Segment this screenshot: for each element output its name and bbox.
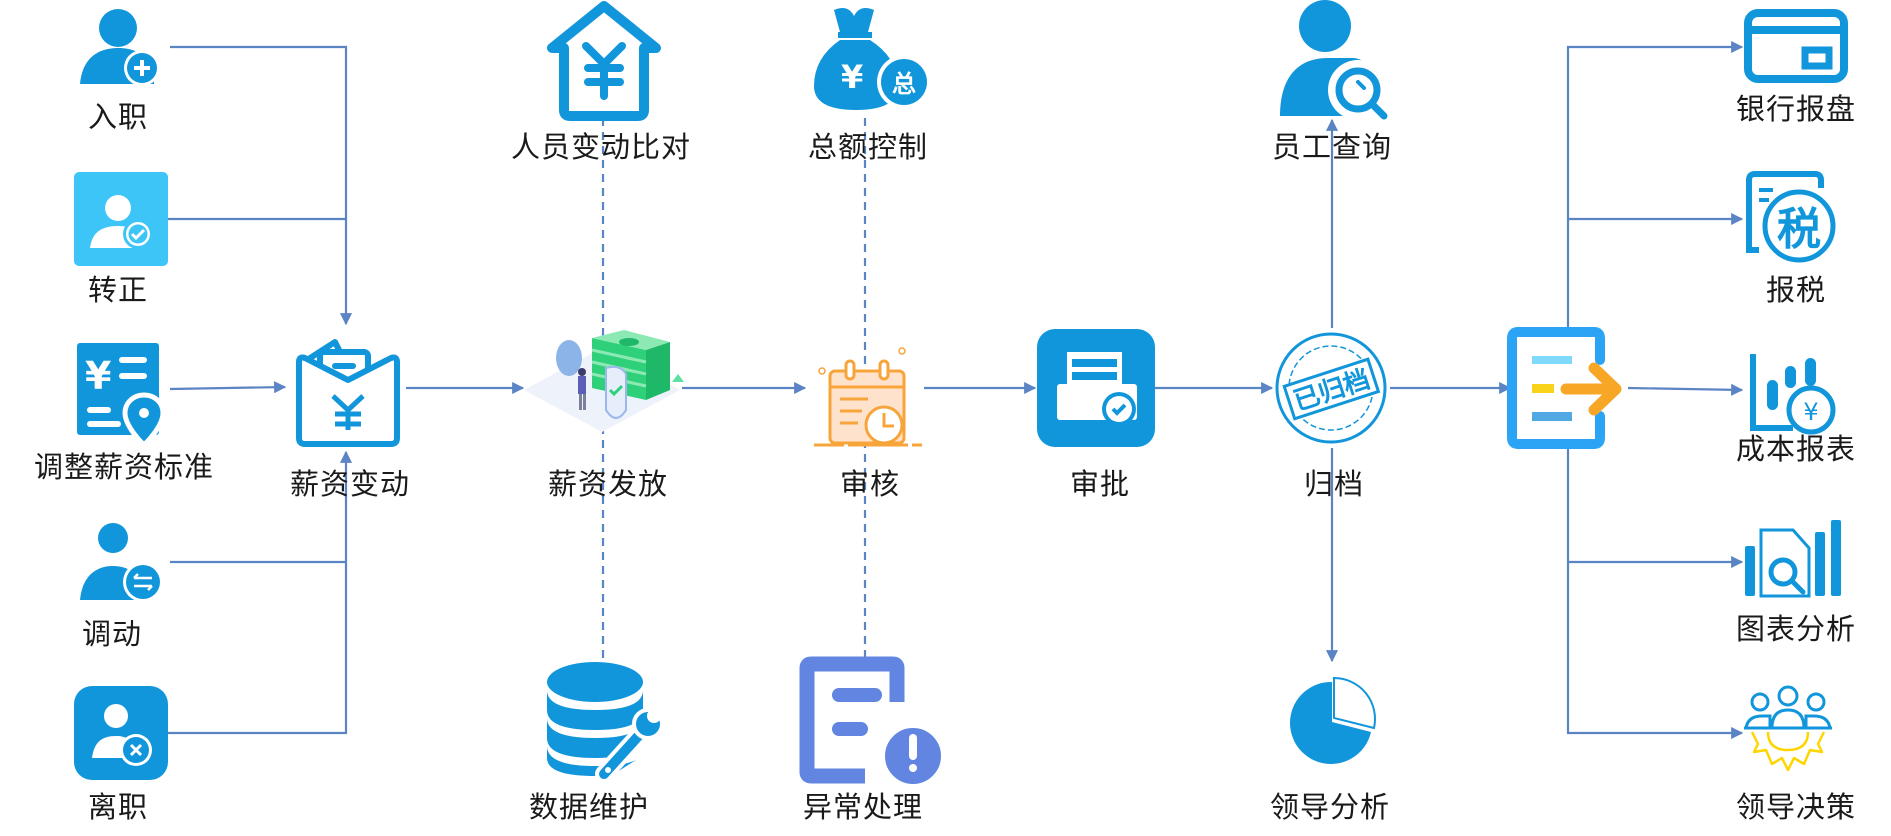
export-document-icon[interactable]: [1507, 327, 1622, 449]
label-data-maint: 数据维护: [528, 790, 650, 824]
salary-standard-icon[interactable]: ¥: [77, 343, 166, 449]
label-leader-analysis: 领导分析: [1269, 790, 1391, 824]
label-exception: 异常处理: [802, 790, 924, 824]
calendar-clock-icon[interactable]: [814, 347, 922, 447]
user-transfer-icon[interactable]: [80, 523, 163, 602]
cost-report-icon[interactable]: ¥: [1750, 354, 1836, 435]
label-transfer: 调动: [81, 617, 143, 651]
svg-text:¥: ¥: [85, 354, 111, 398]
connector-to-cost: [1627, 383, 1744, 396]
archived-stamp-icon[interactable]: 已归档: [1275, 332, 1387, 444]
svg-text:¥: ¥: [1803, 398, 1818, 426]
label-cost: 成本报表: [1735, 432, 1857, 466]
user-check-icon[interactable]: [74, 172, 168, 266]
connector-export-branch-down: [1566, 448, 1744, 740]
connector-export-branch: [1566, 40, 1744, 328]
user-search-icon[interactable]: [1280, 0, 1388, 120]
database-wrench-icon[interactable]: [547, 662, 664, 783]
label-approve: 审批: [1069, 467, 1131, 501]
salary-envelope-icon[interactable]: [296, 339, 400, 447]
total-badge-text: 总: [892, 70, 916, 98]
svg-text:¥: ¥: [841, 58, 863, 96]
label-adjust-salary: 调整薪资标准: [33, 450, 215, 484]
label-review: 审核: [839, 467, 901, 501]
pie-chart-icon[interactable]: [1290, 676, 1376, 764]
approval-printer-icon[interactable]: [1037, 329, 1155, 447]
label-tax: 报税: [1765, 273, 1827, 307]
label-salary-pay: 薪资发放: [547, 467, 669, 501]
label-salary-change: 薪资变动: [289, 467, 411, 501]
tax-icon[interactable]: 税: [1746, 171, 1836, 263]
document-alert-icon[interactable]: [799, 656, 945, 788]
label-total-control: 总额控制: [807, 130, 929, 164]
connector-adjust: [169, 381, 287, 394]
money-stack-illustration-icon[interactable]: [524, 330, 684, 432]
house-yuan-icon[interactable]: [547, 1, 661, 121]
label-employee-query: 员工查询: [1271, 130, 1393, 164]
chart-analysis-icon[interactable]: [1745, 520, 1841, 598]
money-bag-icon[interactable]: ¥ 总: [814, 8, 931, 110]
team-gear-icon[interactable]: [1744, 685, 1832, 772]
label-archive: 归档: [1303, 467, 1365, 501]
user-remove-icon[interactable]: [74, 686, 168, 780]
connectors: [168, 40, 1744, 740]
label-resign: 离职: [87, 790, 149, 824]
label-regularize: 转正: [87, 273, 149, 307]
label-bank: 银行报盘: [1735, 92, 1857, 126]
label-decision: 领导决策: [1735, 790, 1857, 824]
label-compare: 人员变动比对: [510, 130, 692, 164]
connector-resign: [168, 450, 353, 735]
bank-card-icon[interactable]: [1744, 9, 1848, 83]
user-add-icon[interactable]: [80, 9, 160, 86]
connector-onboard: [170, 45, 353, 326]
tax-badge-text: 税: [1777, 204, 1821, 255]
label-chart: 图表分析: [1735, 612, 1857, 646]
label-onboard: 入职: [87, 100, 149, 134]
